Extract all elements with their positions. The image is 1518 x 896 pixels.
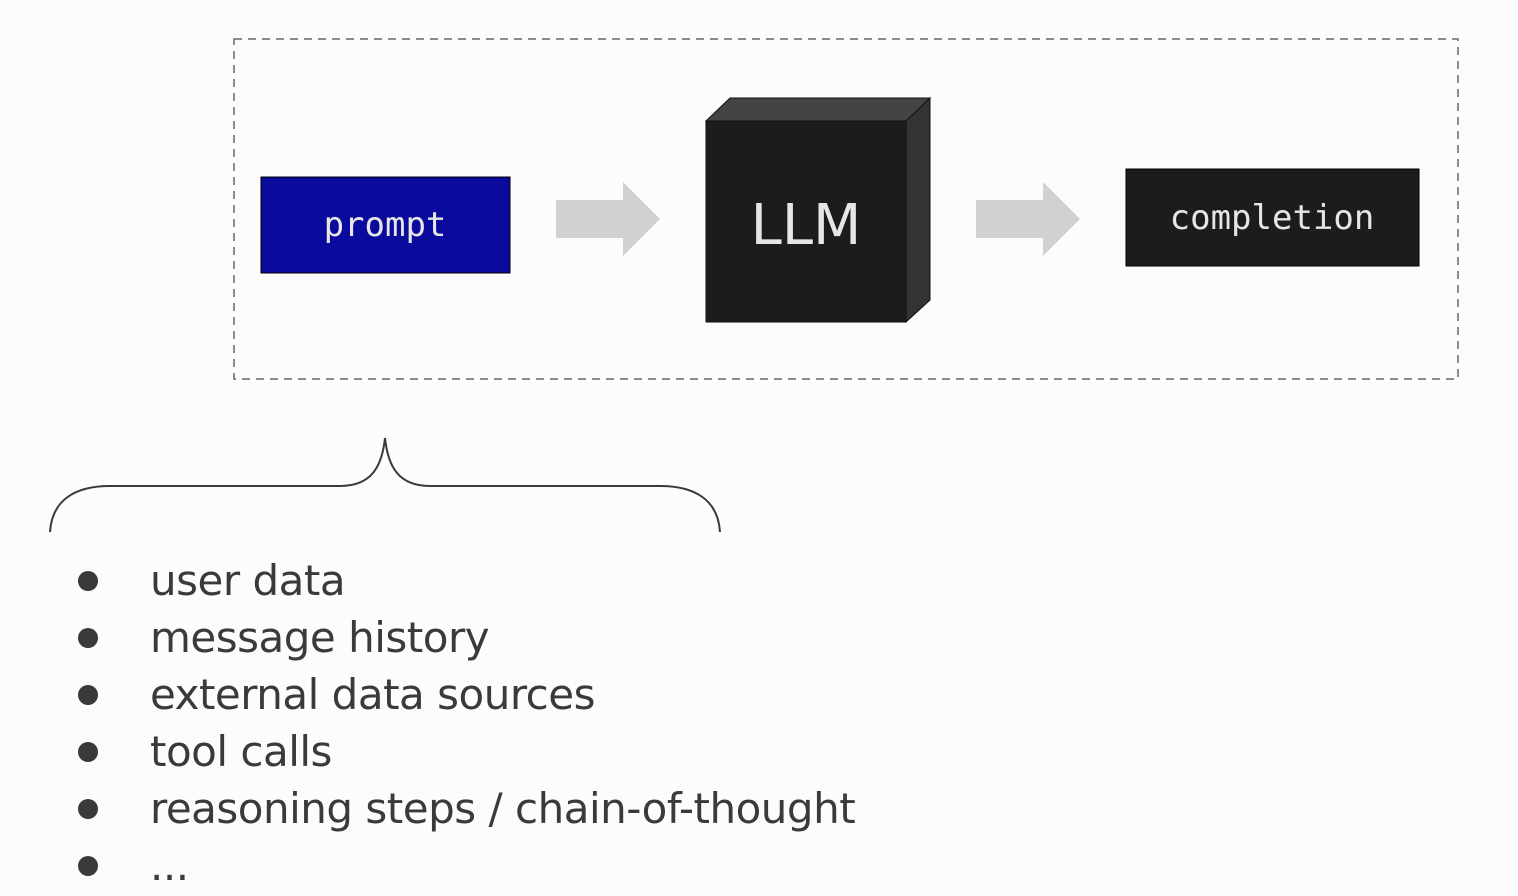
list-item: message history [72, 609, 855, 666]
list-item-text: ... [150, 841, 189, 890]
arrow-right-icon [976, 182, 1080, 256]
arrow-right-icon [556, 182, 660, 256]
list-item: user data [72, 552, 855, 609]
bullet-icon [78, 685, 98, 705]
list-item-text: user data [150, 556, 346, 605]
prompt-label: prompt [324, 205, 447, 245]
list-item: tool calls [72, 723, 855, 780]
prompt-node: prompt [260, 176, 511, 274]
prompt-contents-list: user data message history external data … [72, 552, 856, 894]
arrow-llm-to-completion [976, 182, 1080, 256]
completion-label: completion [1170, 198, 1375, 238]
arrow-prompt-to-llm [556, 182, 660, 256]
list-item-text: external data sources [150, 670, 595, 719]
list-item: ... [72, 837, 855, 894]
completion-box [1125, 168, 1420, 267]
completion-node: completion [1125, 168, 1420, 267]
bullet-icon [78, 628, 98, 648]
list-item: reasoning steps / chain-of-thought [72, 780, 856, 837]
llm-cube-front [705, 120, 907, 323]
prompt-box [260, 176, 511, 274]
llm-cube-top [704, 97, 932, 122]
bullet-icon [78, 856, 98, 876]
bullet-icon [78, 742, 98, 762]
pipeline-frame [233, 38, 1459, 380]
list-item-text: tool calls [150, 727, 332, 776]
list-item: external data sources [72, 666, 855, 723]
bullet-icon [78, 799, 98, 819]
bullet-icon [78, 571, 98, 591]
list-item-text: message history [150, 613, 490, 662]
prompt-curly-brace [49, 437, 721, 533]
list-item-text: reasoning steps / chain-of-thought [150, 784, 856, 833]
llm-node: LLM [704, 96, 932, 324]
llm-label: LLM [751, 193, 862, 258]
llm-cube-side [905, 96, 931, 324]
